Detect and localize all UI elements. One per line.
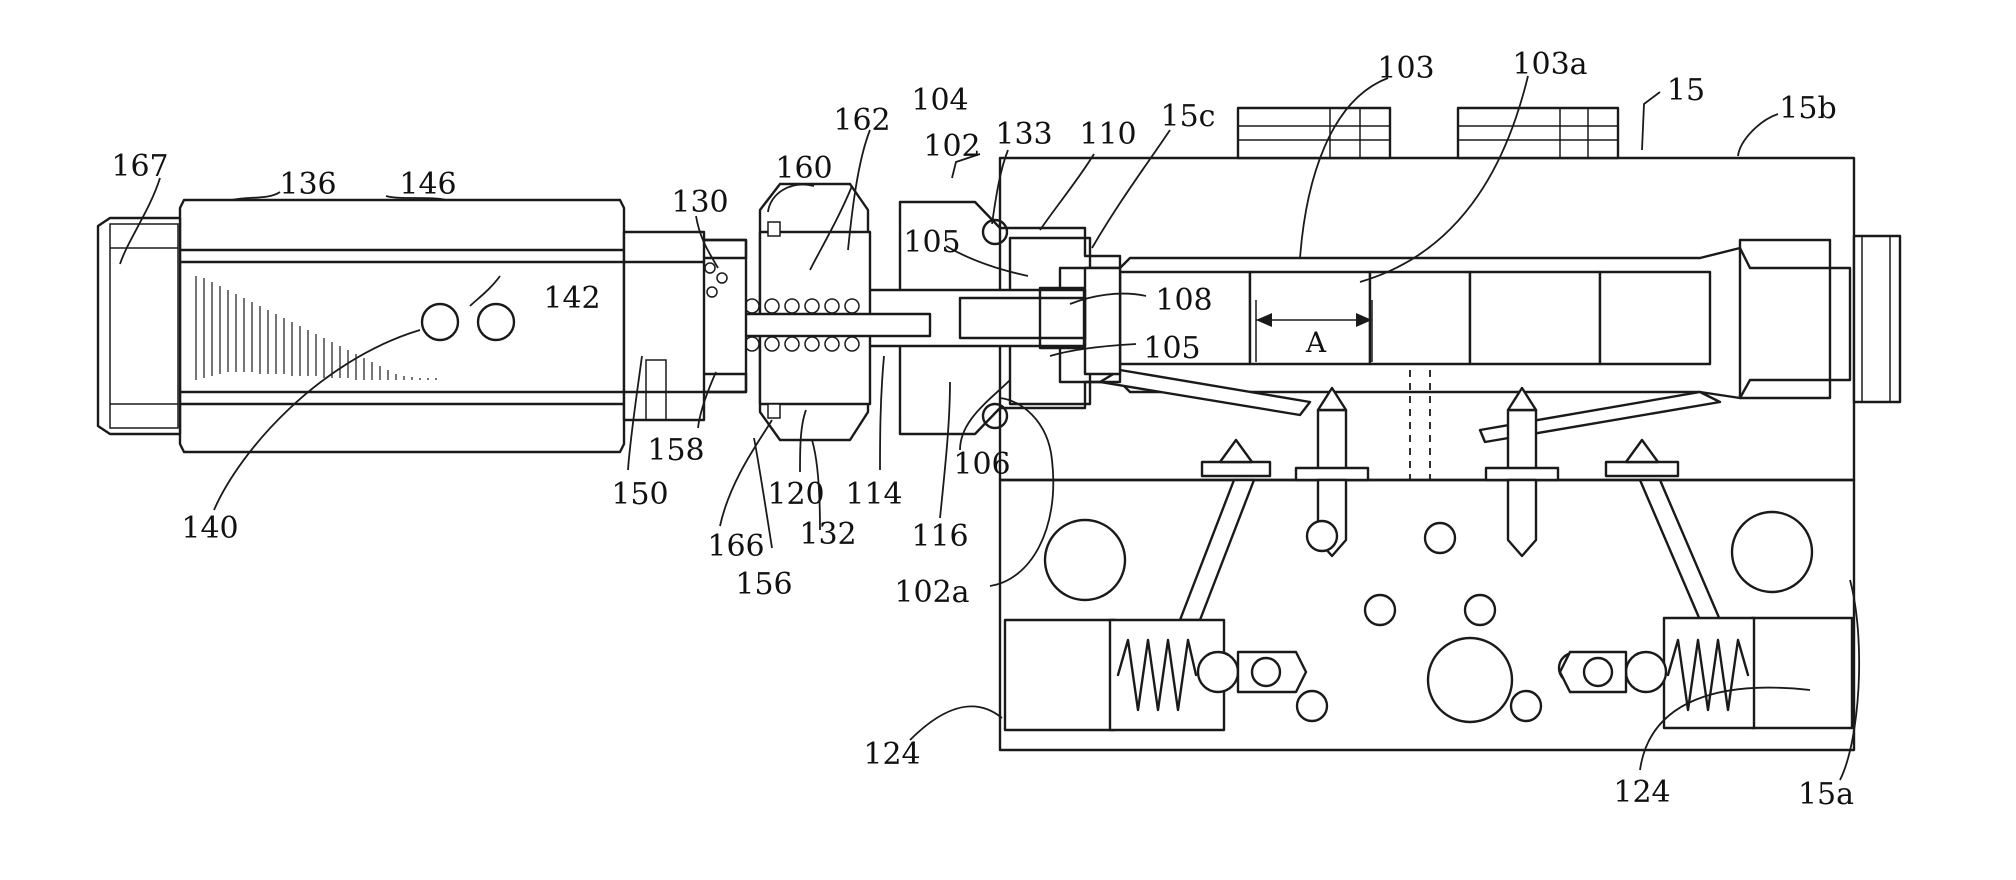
label-167: 167 <box>111 149 168 184</box>
label-120: 120 <box>767 477 824 512</box>
label-15c: 15c <box>1161 99 1216 134</box>
label-158: 158 <box>647 433 704 468</box>
link-right <box>1640 480 1720 620</box>
label-105-mid: 105 <box>1143 331 1200 366</box>
label-132: 132 <box>799 517 856 552</box>
o-ring-bottom <box>983 404 1007 428</box>
lower-port-right <box>1752 618 1852 728</box>
poppet-left <box>1202 440 1270 476</box>
bore-left <box>1045 520 1125 600</box>
label-102: 102 <box>923 129 980 164</box>
end-cap-167 <box>98 218 180 434</box>
label-124-right: 124 <box>1613 775 1670 810</box>
label-103a: 103a <box>1512 47 1587 82</box>
right-plug <box>1854 236 1900 402</box>
label-15b: 15b <box>1779 91 1836 126</box>
link-left <box>1180 480 1254 620</box>
label-156: 156 <box>735 567 792 602</box>
check-pin-right <box>1486 388 1558 556</box>
label-150: 150 <box>611 477 668 512</box>
label-130: 130 <box>671 185 728 220</box>
hole-140 <box>422 304 458 340</box>
label-15: 15 <box>1667 73 1705 108</box>
stem-150 <box>624 232 704 420</box>
label-142: 142 <box>543 281 600 316</box>
label-116: 116 <box>911 519 968 554</box>
label-106: 106 <box>953 447 1010 482</box>
label-162: 162 <box>833 103 890 138</box>
label-133: 133 <box>995 117 1052 152</box>
poppet-right <box>1606 440 1678 476</box>
label-124-left: 124 <box>863 737 920 772</box>
top-cap-right <box>1458 108 1618 158</box>
top-cap-left <box>1238 108 1390 158</box>
ball-right <box>1626 652 1666 692</box>
label-136: 136 <box>279 167 336 202</box>
label-108: 108 <box>1155 283 1212 318</box>
ball-left <box>1198 652 1238 692</box>
plunger-114 <box>740 314 930 336</box>
hole-142 <box>478 304 514 340</box>
label-160: 160 <box>775 151 832 186</box>
label-A: A <box>1305 326 1327 359</box>
bore-right <box>1732 512 1812 592</box>
label-114: 114 <box>845 477 902 512</box>
label-140: 140 <box>181 511 238 546</box>
label-105-top: 105 <box>903 225 960 260</box>
valve-body <box>1000 108 1900 750</box>
label-15a: 15a <box>1798 777 1854 812</box>
label-104: 104 <box>911 83 968 118</box>
handle-136 <box>180 200 624 452</box>
bore-center <box>1428 638 1512 722</box>
lower-port-left <box>1005 620 1115 730</box>
label-110: 110 <box>1079 117 1136 152</box>
label-103: 103 <box>1377 51 1434 86</box>
label-166: 166 <box>707 529 764 564</box>
label-102a: 102a <box>894 575 969 610</box>
label-146: 146 <box>399 167 456 202</box>
